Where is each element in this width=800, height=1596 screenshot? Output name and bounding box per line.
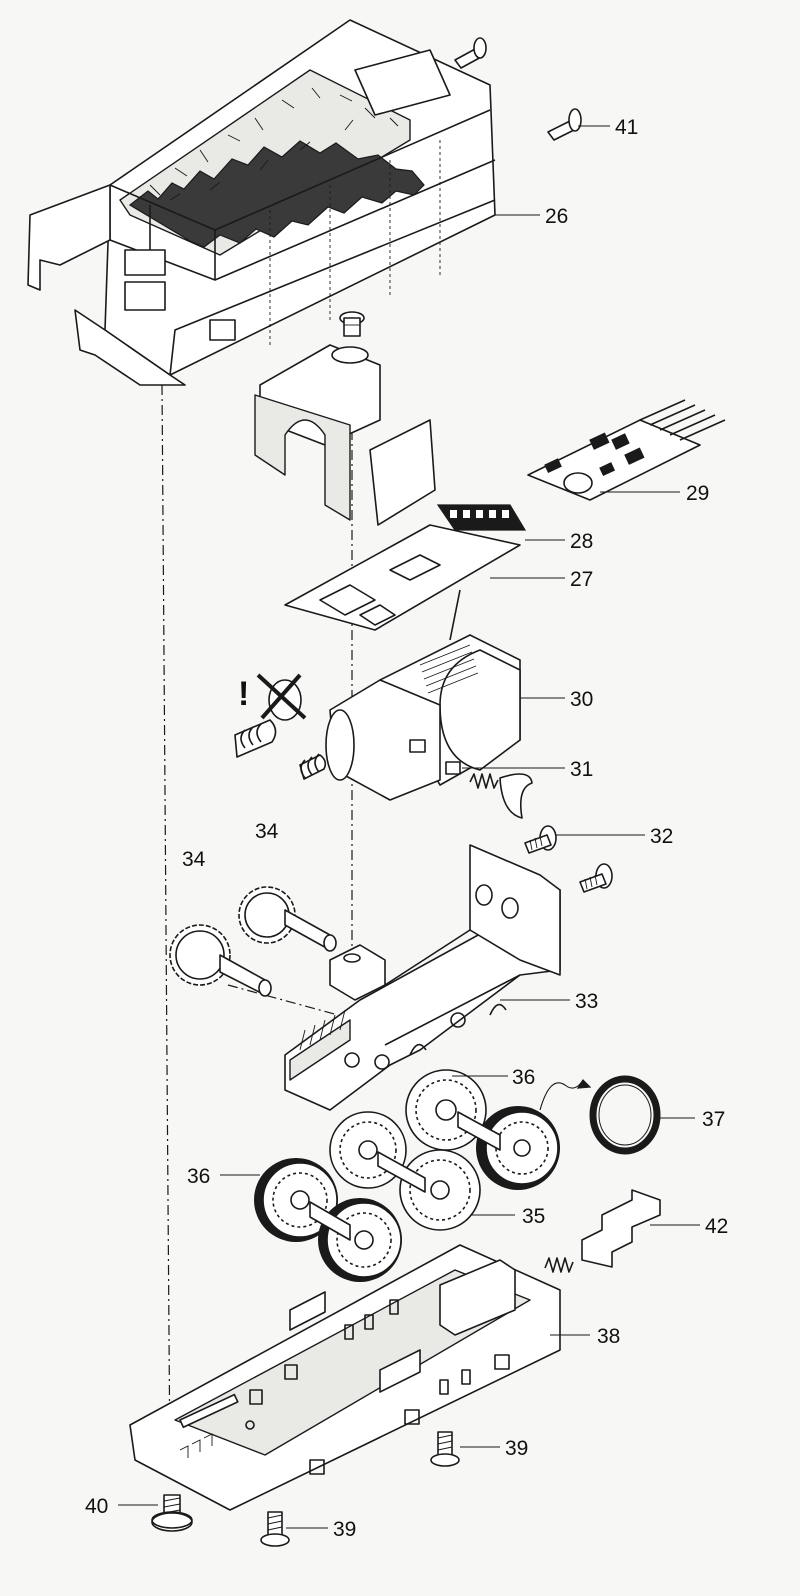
screw-part-32 <box>524 825 613 893</box>
connector-part-28 <box>436 504 527 531</box>
alignment-axis-gear <box>227 984 339 1016</box>
part-labels: 41 26 29 28 27 30 31 32 34 34 33 36 37 3… <box>85 116 728 1541</box>
label-39-bottom: 39 <box>333 1518 356 1541</box>
label-33: 33 <box>575 990 598 1013</box>
wheelset-middle-part-35 <box>329 1111 481 1231</box>
label-39-right: 39 <box>505 1437 528 1460</box>
decoder-board-part-29 <box>527 399 726 501</box>
label-26: 26 <box>545 205 568 228</box>
coupler-part-42 <box>544 1189 661 1273</box>
wheelset-upper-part-36 <box>405 1069 560 1190</box>
label-38: 38 <box>597 1325 620 1348</box>
base-plate-part-38 <box>129 1244 561 1511</box>
warning-do-not-remove-worm: ! <box>234 673 307 758</box>
label-27: 27 <box>570 568 593 591</box>
label-31: 31 <box>570 758 593 781</box>
label-41: 41 <box>615 116 638 139</box>
motor-part-30 <box>299 634 521 801</box>
leader-lines <box>118 125 700 1529</box>
warning-exclamation: ! <box>238 675 249 713</box>
label-36-lower: 36 <box>187 1165 210 1188</box>
label-34-upper: 34 <box>255 820 279 843</box>
chassis-frame-part-33 <box>284 844 561 1111</box>
label-30: 30 <box>570 688 593 711</box>
label-35: 35 <box>522 1205 545 1228</box>
tender-body-part-26 <box>27 19 496 386</box>
screw-part-39-right <box>430 1431 460 1467</box>
label-36-upper: 36 <box>512 1066 535 1089</box>
screw-part-39-bottom <box>260 1511 290 1547</box>
gear-lower-part-34 <box>169 924 272 997</box>
cab-section <box>254 311 436 526</box>
label-29: 29 <box>686 482 709 505</box>
label-40: 40 <box>85 1495 108 1518</box>
circuit-board-part-27 <box>284 524 521 641</box>
traction-tyre-part-37 <box>539 1075 661 1155</box>
screw-part-40 <box>151 1494 193 1532</box>
coal-load <box>128 140 425 248</box>
brush-spring-part-31 <box>445 761 533 819</box>
label-37: 37 <box>702 1108 725 1131</box>
label-28: 28 <box>570 530 593 553</box>
label-32: 32 <box>650 825 673 848</box>
label-42: 42 <box>705 1215 728 1238</box>
label-34-lower: 34 <box>182 848 206 871</box>
gear-upper-part-34 <box>238 886 337 952</box>
alignment-axis-left <box>161 384 171 1471</box>
wheelset-lower-part-36 <box>254 1158 402 1282</box>
